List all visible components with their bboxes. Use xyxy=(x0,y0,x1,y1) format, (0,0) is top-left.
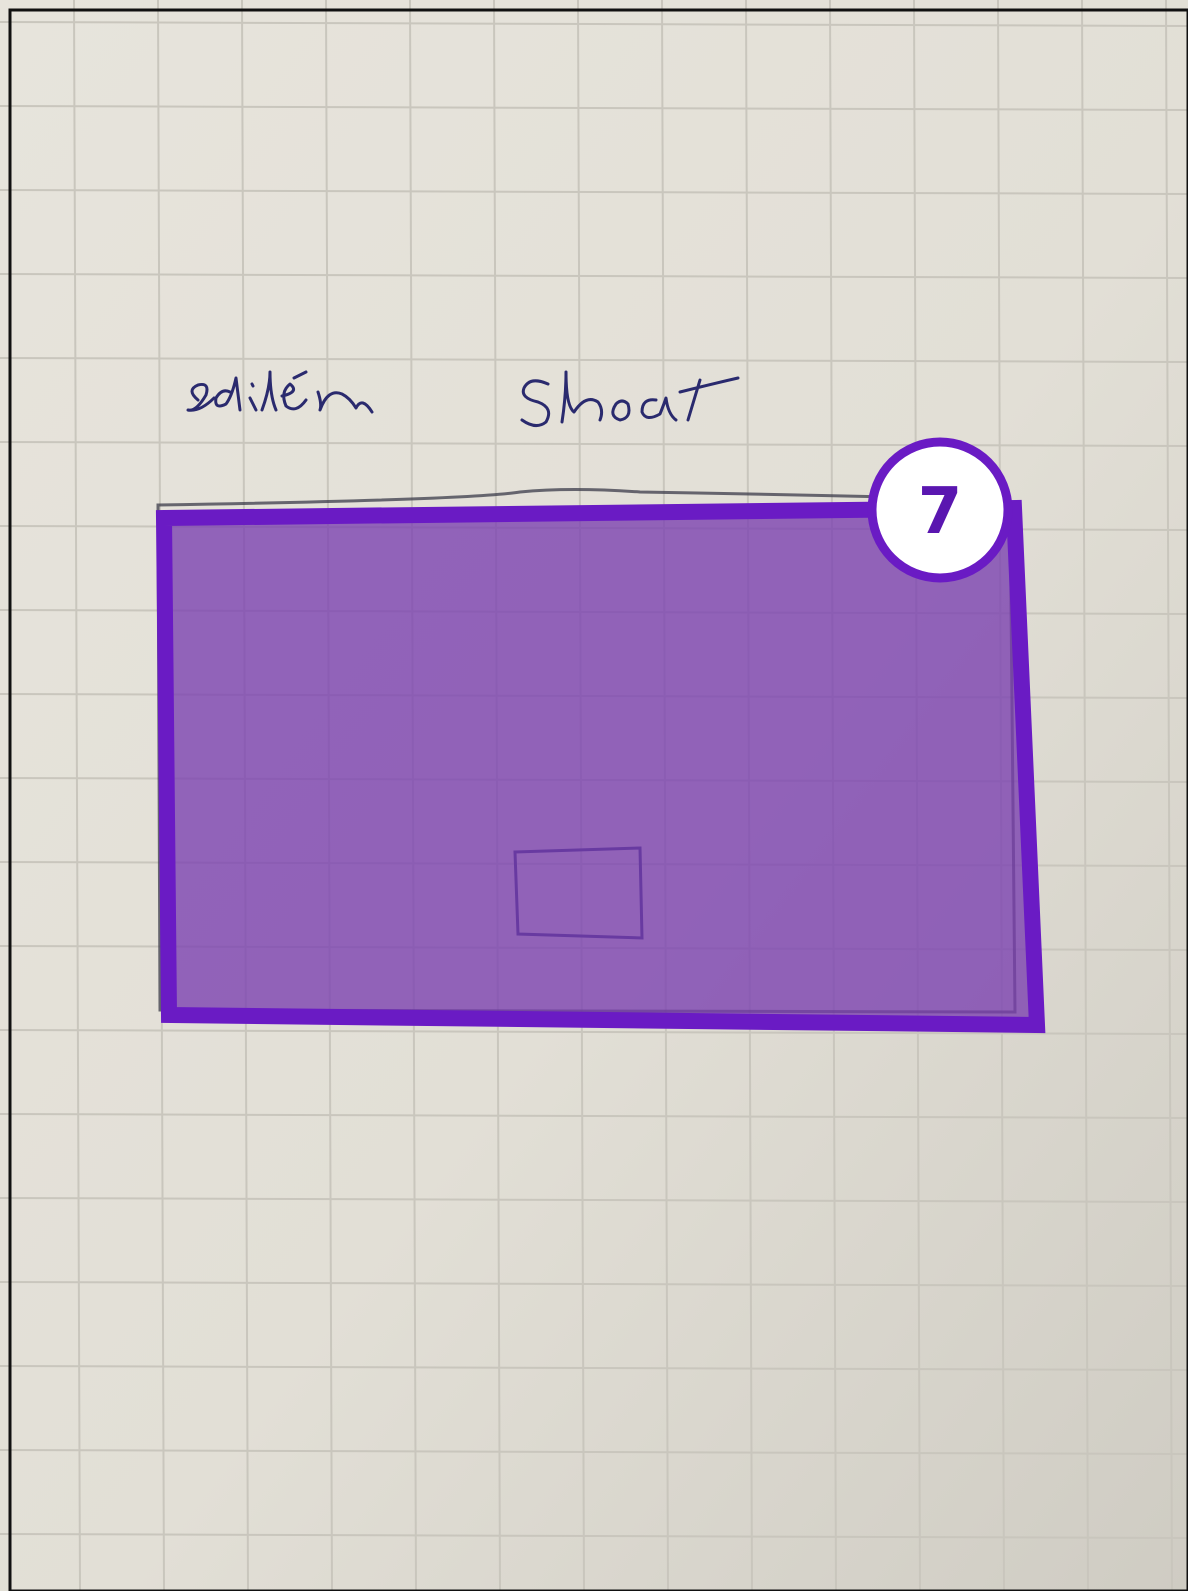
page: 7 edilien shoat xyxy=(0,0,1188,1591)
paper-background xyxy=(0,0,1188,1591)
graph-paper xyxy=(0,0,1188,1591)
